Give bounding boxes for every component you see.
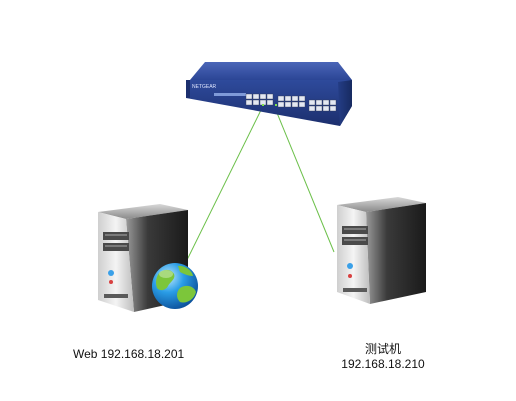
link-switch-to-test-server	[274, 107, 335, 253]
switch-brand-text: NETGEAR	[192, 84, 217, 90]
web-server-label: Web 192.168.18.201	[73, 347, 185, 361]
test-server-label: 测试机 192.168.18.210	[338, 342, 428, 372]
test-server-name: 测试机	[364, 342, 401, 356]
switch-ports	[245, 93, 337, 112]
test-server-ip: 192.168.18.210	[341, 357, 425, 371]
network-switch-icon: NETGEAR	[186, 62, 352, 126]
test-server-icon	[337, 197, 426, 304]
link-switch-to-web-server	[185, 107, 263, 263]
globe-icon	[152, 263, 198, 309]
